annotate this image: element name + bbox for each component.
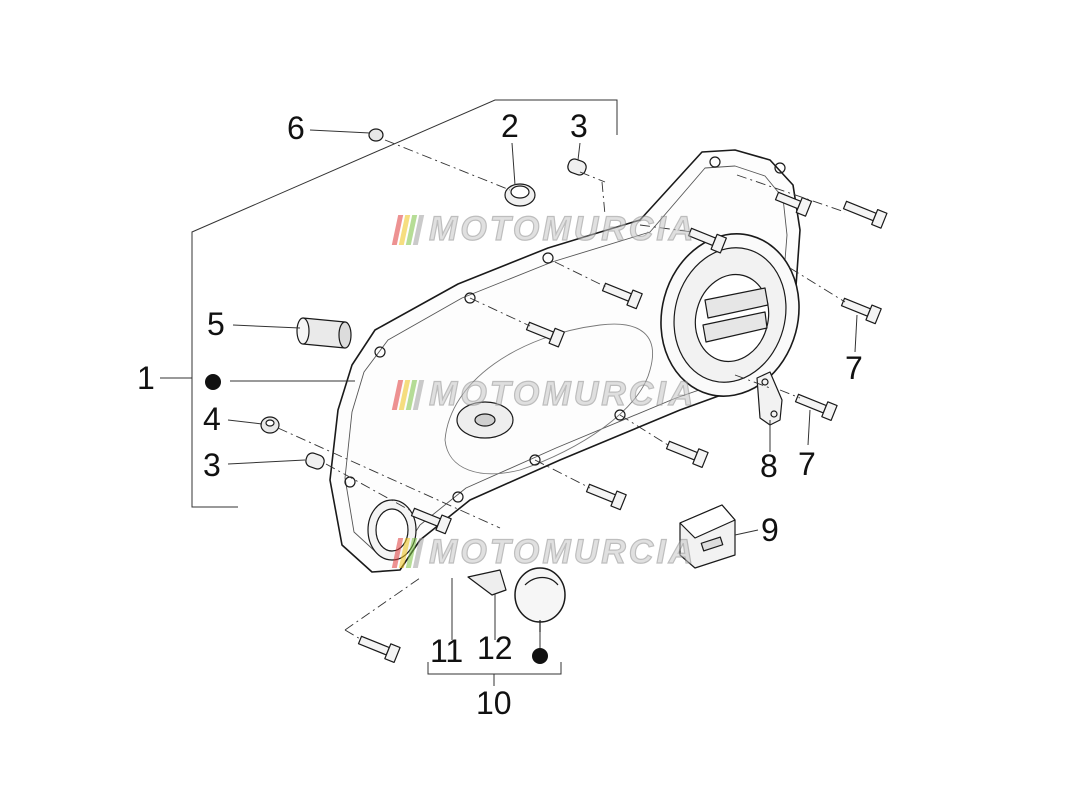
part-dowel-left	[305, 452, 325, 470]
watermark: MOTOMURCIA	[391, 209, 697, 249]
watermark-text: MOTOMURCIA	[428, 532, 697, 571]
callout-8: 8	[760, 448, 778, 484]
assembly-lines	[277, 139, 846, 641]
watermark-text: MOTOMURCIA	[428, 209, 697, 248]
callout-6: 6	[287, 110, 305, 146]
callout-7-lower: 7	[798, 446, 816, 482]
watermark: MOTOMURCIA	[391, 532, 697, 572]
cover-boss	[614, 409, 626, 421]
cover-boss	[542, 252, 554, 264]
part-rubber-block	[679, 504, 736, 569]
callout-1: 1	[137, 360, 155, 396]
bolt-group	[357, 191, 888, 664]
cover-boss	[709, 156, 721, 168]
pulley-boss-hole	[474, 413, 496, 427]
part-filler-cap	[514, 567, 566, 632]
watermark-stripes	[391, 214, 426, 245]
cover-boss	[452, 491, 464, 503]
watermark: MOTOMURCIA	[391, 374, 697, 414]
watermark-text: MOTOMURCIA	[428, 374, 697, 413]
callout-11: 11	[430, 633, 464, 669]
cover-boss	[774, 162, 786, 174]
callout-3-top: 3	[570, 108, 588, 144]
callout-5: 5	[207, 306, 225, 342]
cover-boss	[374, 346, 386, 358]
part-bracket	[756, 371, 783, 426]
part-cap	[504, 183, 536, 207]
cover-boss	[529, 454, 541, 466]
callout-2: 2	[501, 108, 519, 144]
part-dowel-top	[567, 158, 587, 176]
part-bushing	[260, 416, 280, 434]
callout-7-upper: 7	[845, 350, 863, 386]
cover-boss	[464, 292, 476, 304]
part-clip	[467, 569, 507, 596]
callout-9: 9	[761, 512, 779, 548]
clutch-vent-slot-1	[704, 287, 769, 319]
watermark-stripes	[391, 379, 426, 410]
cover-central-bulge	[444, 323, 653, 475]
part-spacer	[296, 317, 352, 349]
watermark-stripes	[391, 537, 426, 568]
callout-12: 12	[477, 630, 513, 666]
clutch-vent-slot-2	[702, 311, 768, 343]
callout-4: 4	[203, 401, 221, 437]
callout-10: 10	[476, 685, 512, 721]
assembly-dot-marker	[532, 648, 548, 664]
callout-3-left: 3	[203, 447, 221, 483]
assembly-dot-marker	[205, 374, 221, 390]
part-nut	[368, 128, 384, 142]
leader-lines	[160, 99, 858, 686]
